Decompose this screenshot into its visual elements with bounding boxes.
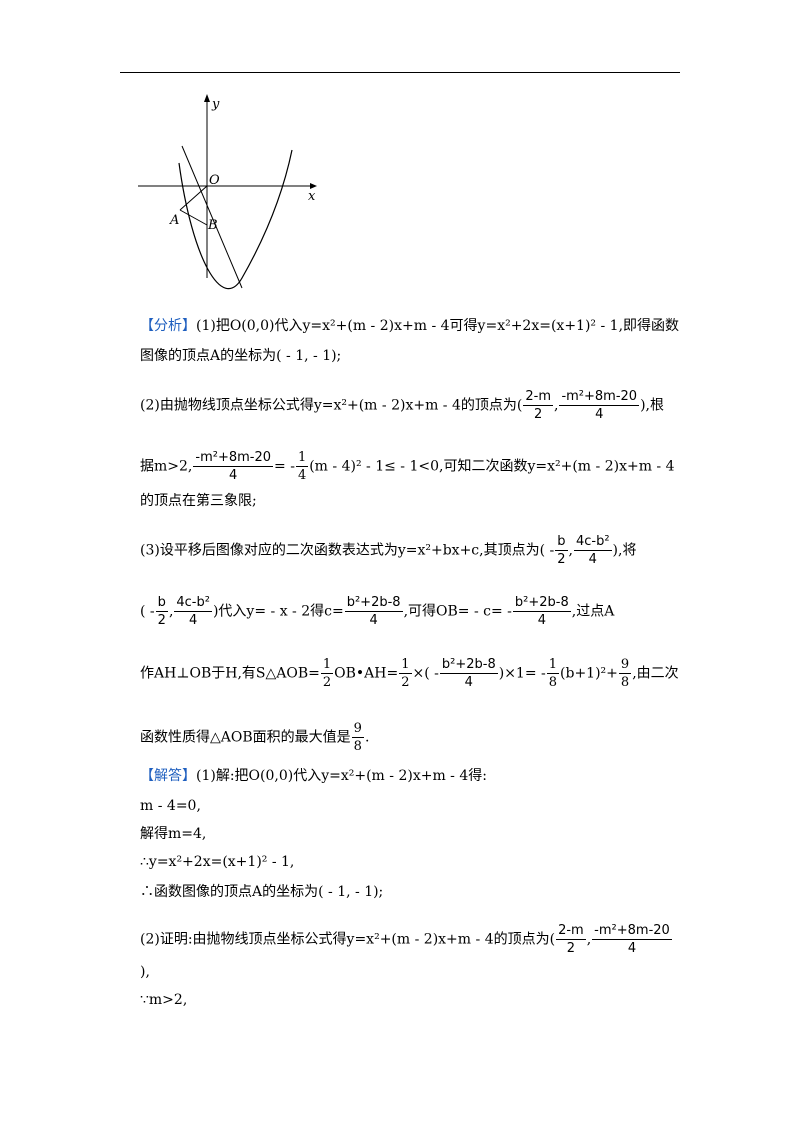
analysis-text-6b: ),将 bbox=[612, 542, 637, 559]
analysis-text-3b: ),根 bbox=[640, 397, 665, 414]
origin-label: O bbox=[209, 173, 220, 188]
analysis-text-7a: ( - bbox=[140, 603, 155, 620]
analysis-text-9a: 函数性质得△AOB面积的最大值是 bbox=[140, 729, 351, 746]
point-b-label: B bbox=[207, 218, 218, 233]
answer-text-6a: (2)证明:由抛物线顶点坐标公式得y=x²+(m - 2)x+m - 4的顶点为… bbox=[140, 931, 556, 948]
analysis-text-1: (1)把O(0,0)代入y=x²+(m - 2)x+m - 4可得y=x²+2x… bbox=[196, 318, 680, 334]
point-a-label: A bbox=[169, 213, 179, 228]
analysis-text-8e: (b+1)²+ bbox=[560, 665, 618, 682]
answer-line-7: ), bbox=[140, 964, 150, 980]
parabola-curve bbox=[178, 149, 293, 290]
x-label: x bbox=[308, 189, 316, 204]
analysis-text-8c: ×( - bbox=[412, 665, 439, 682]
answer-text-1: (1)解:把O(0,0)代入y=x²+(m - 2)x+m - 4得: bbox=[196, 768, 487, 784]
analysis-text-8d: )×1= - bbox=[498, 665, 546, 682]
analysis-text-7b: )代入y= - x - 2得c= bbox=[212, 603, 344, 620]
analysis-text-7d: ,过点A bbox=[571, 603, 615, 620]
header-rule bbox=[120, 72, 680, 73]
analysis-text-8a: 作AH⊥OB于H,有S△AOB= bbox=[140, 665, 320, 682]
analysis-text-8b: OB•AH= bbox=[334, 665, 399, 682]
analysis-text-6a: (3)设平移后图像对应的二次函数表达式为y=x²+bx+c,其顶点为( - bbox=[140, 542, 555, 559]
analysis-text-4a: 据m>2, bbox=[140, 458, 193, 475]
analysis-text-4c: (m - 4)² - 1≤ - 1<0,可知二次函数y=x²+(m - 2)x+… bbox=[309, 458, 675, 475]
answer-line-2: m - 4=0, bbox=[140, 798, 201, 814]
y-label: y bbox=[211, 97, 220, 112]
segment-oa bbox=[179, 185, 208, 211]
analysis-line-2: 图像的顶点A的坐标为( - 1, - 1); bbox=[140, 348, 342, 364]
analysis-text-8f: ,由二次 bbox=[632, 665, 679, 682]
analysis-text-9b: . bbox=[364, 729, 370, 746]
answer-line-4: ∴y=x²+2x=(x+1)² - 1, bbox=[140, 854, 295, 870]
answer-line-3: 解得m=4, bbox=[140, 826, 207, 842]
analysis-tag: 【分析】 bbox=[140, 318, 196, 334]
line-curve bbox=[181, 145, 243, 289]
answer-line-1: 【解答】(1)解:把O(0,0)代入y=x²+(m - 2)x+m - 4得: bbox=[140, 766, 487, 786]
answer-tag: 【解答】 bbox=[140, 768, 196, 784]
parabola-graph: y x O A B bbox=[138, 94, 317, 290]
analysis-text-4b: = - bbox=[274, 458, 295, 475]
answer-line-6: (2)证明:由抛物线顶点坐标公式得y=x²+(m - 2)x+m - 4的顶点为… bbox=[140, 923, 672, 956]
analysis-text-3a: (2)由抛物线顶点坐标公式得y=x²+(m - 2)x+m - 4的顶点为( bbox=[140, 397, 523, 414]
answer-line-5: ∴函数图像的顶点A的坐标为( - 1, - 1); bbox=[140, 884, 384, 900]
segment-ab bbox=[179, 209, 208, 226]
analysis-line-5: 的顶点在第三象限; bbox=[140, 493, 257, 509]
x-axis-arrow bbox=[310, 183, 317, 189]
y-axis-arrow bbox=[204, 94, 210, 102]
analysis-text-7c: ,可得OB= - c= - bbox=[403, 603, 512, 620]
analysis-line-3: (2)由抛物线顶点坐标公式得y=x²+(m - 2)x+m - 4的顶点为(2-… bbox=[140, 389, 665, 422]
answer-line-8: ∵m>2, bbox=[140, 992, 188, 1008]
analysis-line-1: 【分析】(1)把O(0,0)代入y=x²+(m - 2)x+m - 4可得y=x… bbox=[140, 316, 679, 336]
